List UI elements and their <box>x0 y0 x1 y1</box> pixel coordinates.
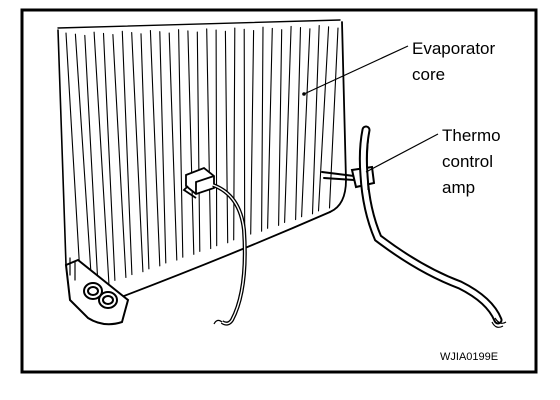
evaporator-fin <box>250 29 255 235</box>
evaporator-fin <box>206 28 212 250</box>
evaporator-fin <box>93 31 110 284</box>
evaporator-fin <box>187 30 195 255</box>
evaporator-fin <box>131 32 144 273</box>
evaporator-fin <box>224 30 229 244</box>
evaporator-fin <box>301 28 311 218</box>
evaporator-fin <box>311 25 320 215</box>
evaporator-fin <box>261 26 264 232</box>
evaporator-fin <box>284 25 292 224</box>
core-tube-openings <box>83 282 118 309</box>
evaporator-fin <box>159 31 167 264</box>
evaporator-fin <box>278 29 283 226</box>
label-thermo-control-amp: Thermo control amp <box>442 126 505 197</box>
evaporator-fin <box>102 32 116 281</box>
figure-code: WJIA0199E <box>440 351 498 363</box>
evaporator-core <box>57 19 347 326</box>
evaporator-fin <box>178 29 184 258</box>
evaporator-fins <box>65 25 339 293</box>
evaporator-fin <box>140 33 150 270</box>
evaporator-fin <box>317 26 330 212</box>
leader-thermo-control-amp <box>365 133 439 173</box>
sensor-clip <box>182 166 215 199</box>
evaporator-fin <box>84 34 99 287</box>
evaporator-fin <box>295 27 302 221</box>
evaporator-fin <box>196 31 201 252</box>
evaporator-fin <box>168 32 178 261</box>
evaporator-fin <box>243 28 246 238</box>
evaporator-fin <box>215 29 218 247</box>
label-evaporator-core: Evaporator core <box>412 39 500 84</box>
evaporator-fin <box>112 34 127 279</box>
leader-evaporator-core <box>303 45 409 95</box>
evaporator-fin <box>233 27 236 241</box>
evaporator-fin <box>74 33 93 290</box>
evaporator-fin <box>65 32 82 293</box>
evaporator-fin <box>121 30 133 276</box>
evaporator-fin <box>149 29 161 267</box>
evaporator-fin <box>267 27 273 229</box>
